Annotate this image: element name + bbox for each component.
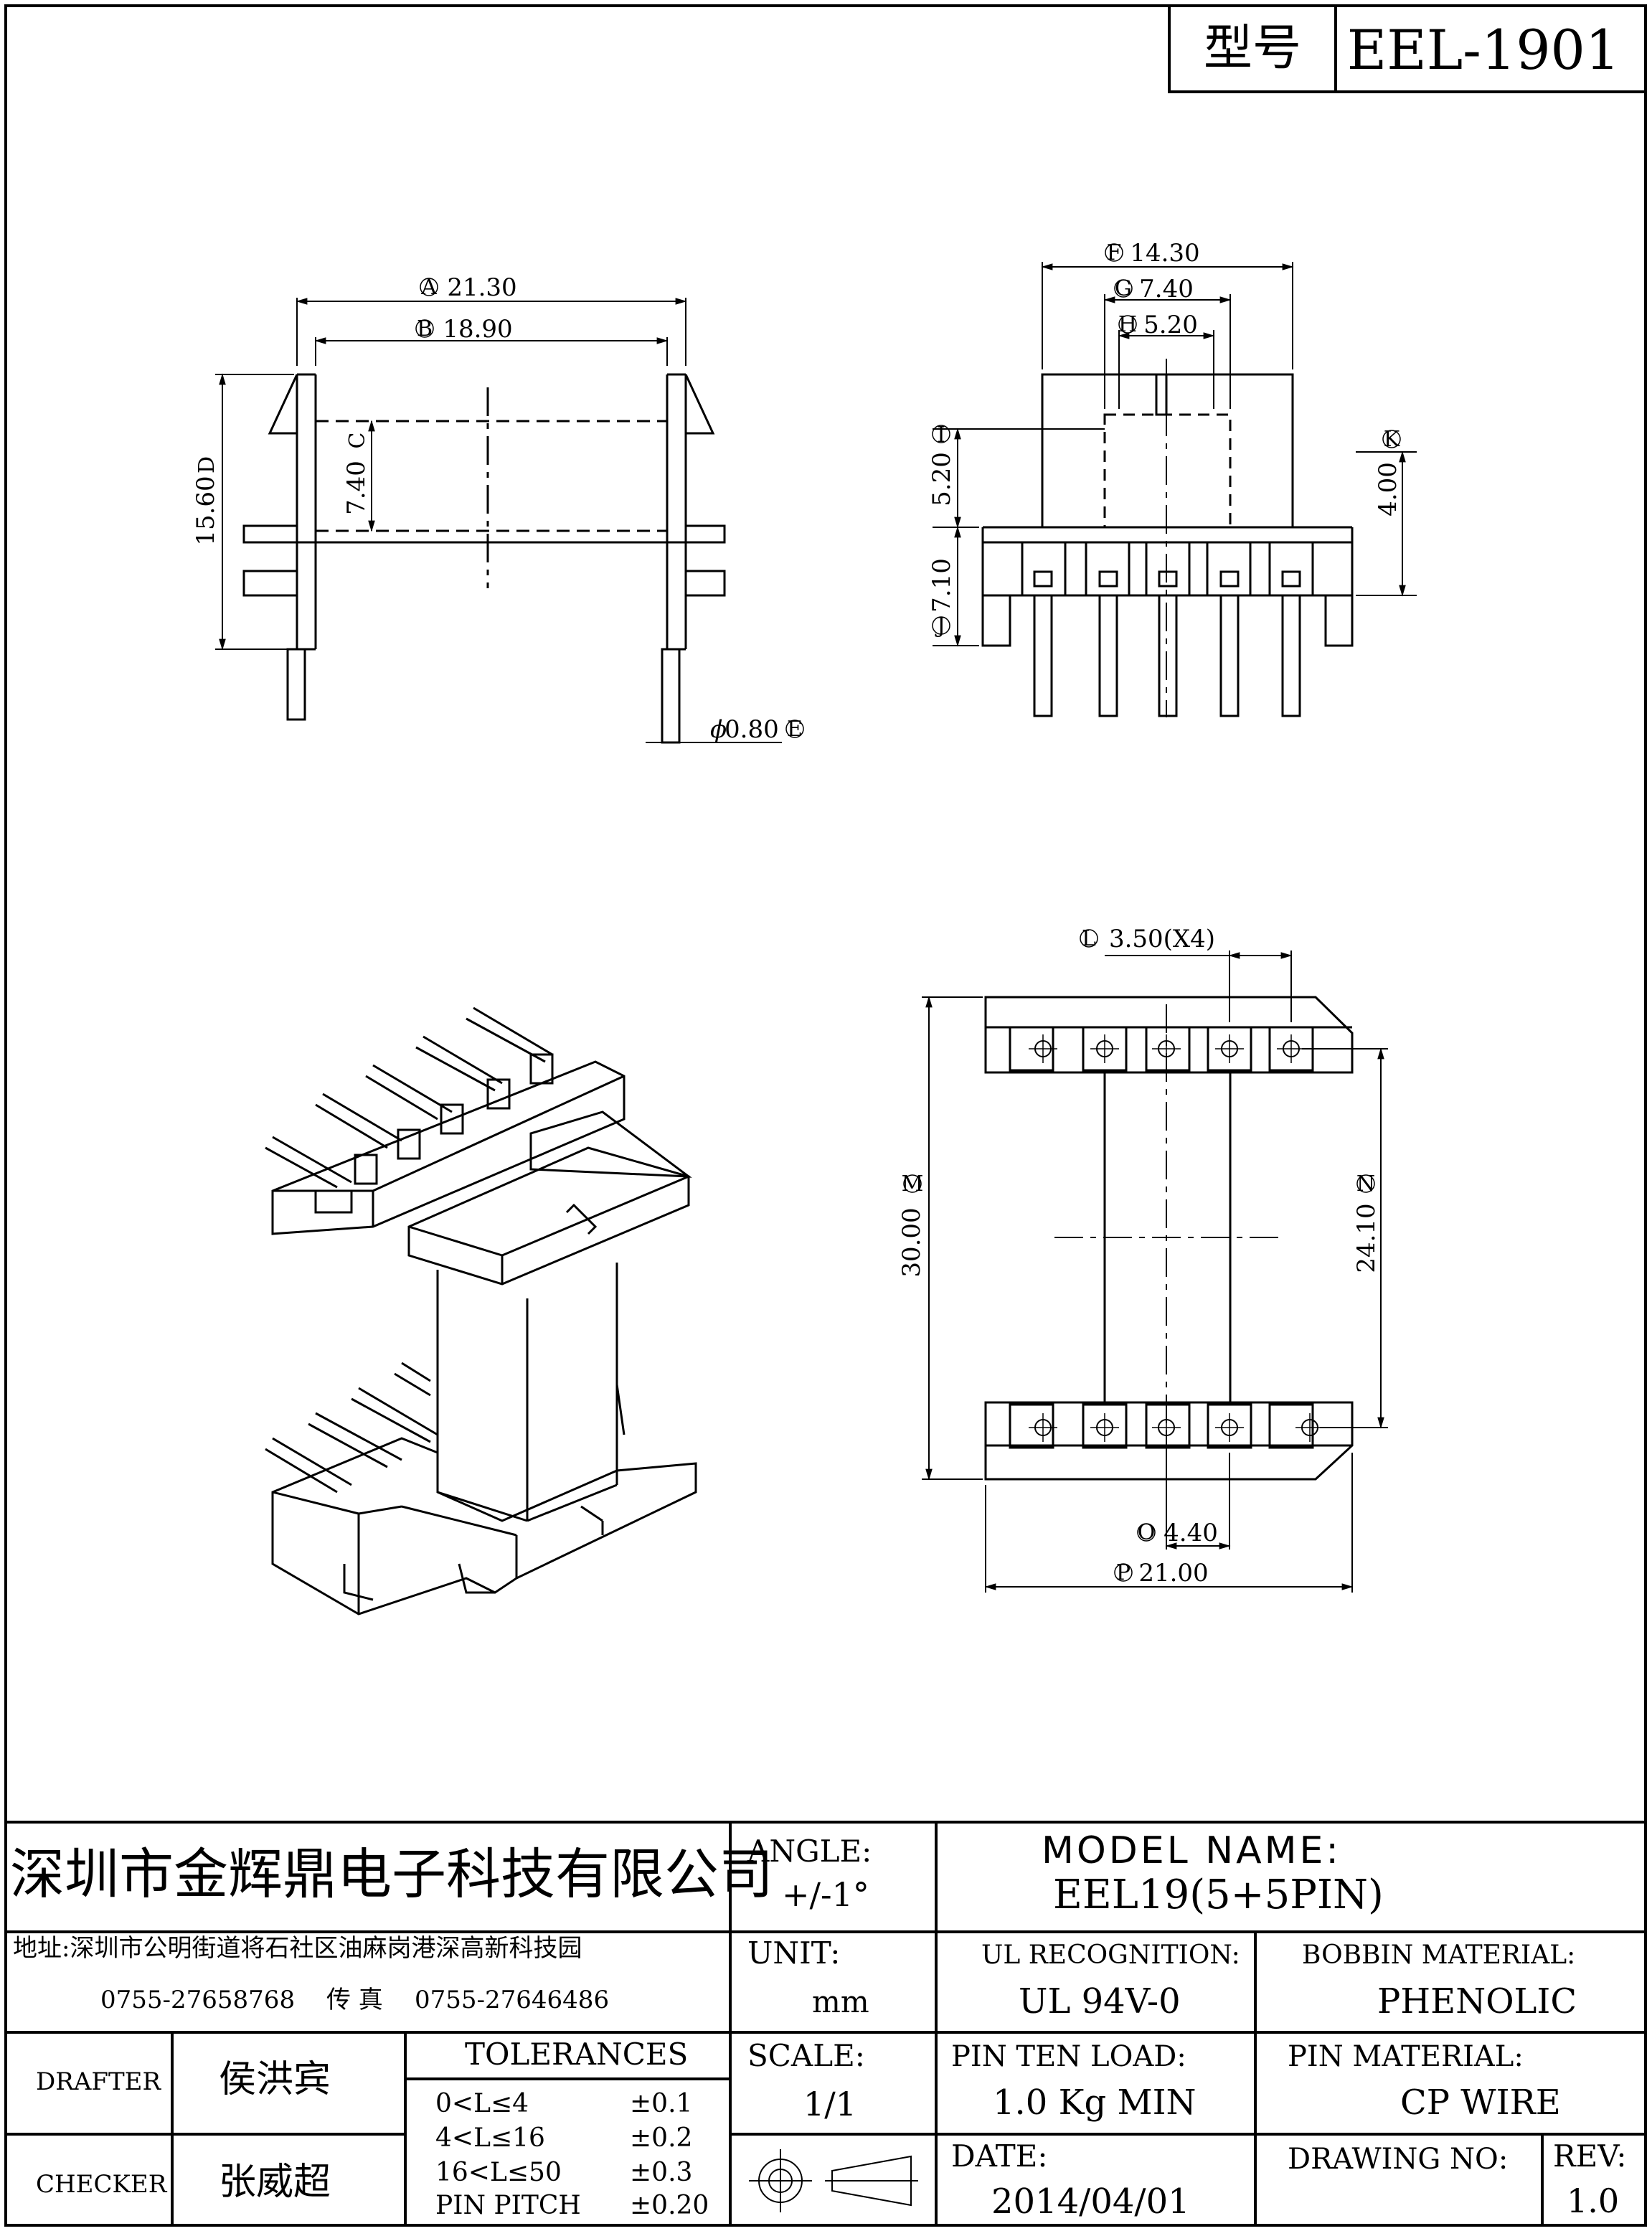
- date-value: 2014/04/01: [991, 2182, 1190, 2222]
- dim-c-letter: C: [345, 433, 370, 449]
- scale-value: 1/1: [803, 2085, 857, 2123]
- unit-value: mm: [812, 1984, 869, 2019]
- dim-g-value: 7.40: [1139, 275, 1194, 303]
- svg-text:F: F: [1107, 240, 1122, 265]
- checker-label: CHECKER: [36, 2170, 167, 2199]
- dim-d-letter: D: [194, 456, 220, 473]
- svg-text:G: G: [1115, 276, 1132, 301]
- dim-e-value: 0.80: [724, 715, 779, 744]
- tolerance-value-4: ±0.20: [630, 2191, 709, 2220]
- dim-j-value: 7.10: [928, 558, 956, 613]
- dim-d-value: 15.60: [192, 476, 220, 545]
- dim-m-value: 30.00: [897, 1207, 926, 1277]
- tolerance-value-1: ±0.1: [630, 2089, 693, 2118]
- angle-label: ANGLE:: [747, 1834, 872, 1869]
- company-address: 地址:深圳市公明街道将石社区油麻岗港深高新科技园: [13, 1934, 582, 1963]
- side-view-dims: F 14.30 G 7.40 H 5.20 I 5.20 7.10 J K 4.…: [928, 239, 1402, 638]
- side-view-pins: [1021, 541, 1314, 717]
- checker-name: 张威超: [219, 2161, 331, 2204]
- dim-f-value: 14.30: [1130, 239, 1199, 268]
- dim-n-value: 24.10: [1352, 1203, 1381, 1273]
- ul-value: UL 94V-0: [1019, 1981, 1181, 2022]
- company-fax: 0755-27646486: [415, 1986, 610, 2014]
- drawing-no-label: DRAWING NO:: [1288, 2143, 1509, 2176]
- tolerance-range-1: 0<L≤4: [435, 2089, 529, 2118]
- front-view-dims: A 21.30 B 18.90 15.60 D 7.40 C ϕ 0.80 E: [192, 273, 804, 744]
- dim-e-phi: ϕ: [710, 715, 727, 744]
- dim-o-value: 4.40: [1164, 1519, 1218, 1547]
- tolerance-range-4: PIN PITCH: [435, 2191, 581, 2220]
- tolerance-range-3: 16<L≤50: [435, 2158, 562, 2187]
- bobbin-label: BOBBIN MATERIAL:: [1302, 1940, 1576, 1970]
- title-block: [6, 1821, 1646, 2225]
- model-number: EEL-1901: [1347, 18, 1620, 82]
- rev-value: 1.0: [1567, 2182, 1620, 2220]
- bottom-view-pads: [1009, 1026, 1324, 1449]
- isometric-view: [265, 1006, 697, 1616]
- tolerance-value-2: ±0.2: [630, 2123, 693, 2153]
- tolerance-range-2: 4<L≤16: [435, 2123, 545, 2153]
- sheet-border: [4, 4, 1647, 2227]
- pin-material-value: CP WIRE: [1400, 2083, 1561, 2123]
- front-view: [215, 298, 782, 744]
- model-name-value: EEL19(5+5PIN): [1053, 1872, 1384, 1918]
- svg-text:L: L: [1082, 926, 1096, 951]
- bobbin-value: PHENOLIC: [1377, 1981, 1577, 2022]
- ul-label: UL RECOGNITION:: [981, 1940, 1240, 1970]
- dim-l-value: 3.50(X4): [1109, 925, 1215, 953]
- date-label: DATE:: [951, 2138, 1048, 2174]
- unit-label: UNIT:: [747, 1935, 841, 1971]
- scale-label: SCALE:: [747, 2038, 865, 2073]
- dim-e-letter: E: [787, 717, 803, 742]
- svg-text:I: I: [937, 423, 945, 448]
- svg-text:K: K: [1384, 427, 1400, 452]
- dim-a-letter: A: [420, 275, 437, 300]
- model-name-label: MODEL NAME:: [1042, 1829, 1341, 1872]
- pin-load-value: 1.0 Kg MIN: [993, 2083, 1196, 2123]
- company-phone: 0755-27658768: [100, 1986, 296, 2014]
- dim-p-value: 21.00: [1138, 1559, 1208, 1588]
- model-label: 型号: [1204, 20, 1301, 77]
- dim-h-value: 5.20: [1143, 311, 1198, 339]
- angle-value: +/-1°: [782, 1875, 869, 1914]
- bottom-view: [922, 951, 1388, 1593]
- dim-c-value: 7.40: [342, 461, 371, 515]
- projection-symbol: [749, 2149, 918, 2212]
- drafter-label: DRAFTER: [36, 2067, 161, 2096]
- dim-k-value: 4.00: [1374, 462, 1402, 517]
- dim-b-value: 18.90: [443, 315, 512, 344]
- dim-b-letter: B: [417, 316, 433, 341]
- bottom-view-dims: L 3.50(X4) M 30.00 N 24.10 O 4.40 P 21.0…: [897, 925, 1381, 1588]
- pin-material-label: PIN MATERIAL:: [1288, 2040, 1524, 2073]
- dim-i-value: 5.20: [928, 452, 956, 506]
- dim-a-value: 21.30: [447, 273, 516, 302]
- company-fax-label: 传 真: [326, 1986, 383, 2014]
- svg-text:J: J: [935, 613, 945, 638]
- svg-text:P: P: [1116, 1560, 1131, 1585]
- side-view: [933, 262, 1417, 717]
- drafter-name: 侯洪宾: [219, 2058, 331, 2101]
- pin-load-label: PIN TEN LOAD:: [951, 2040, 1186, 2073]
- tolerances-title: TOLERANCES: [465, 2037, 689, 2072]
- header-box: 型号 EEL-1901: [1168, 6, 1646, 93]
- tolerance-value-3: ±0.3: [630, 2158, 693, 2187]
- rev-label: REV:: [1553, 2138, 1627, 2174]
- company-name: 深圳市金辉鼎电子科技有限公司: [10, 1842, 773, 1906]
